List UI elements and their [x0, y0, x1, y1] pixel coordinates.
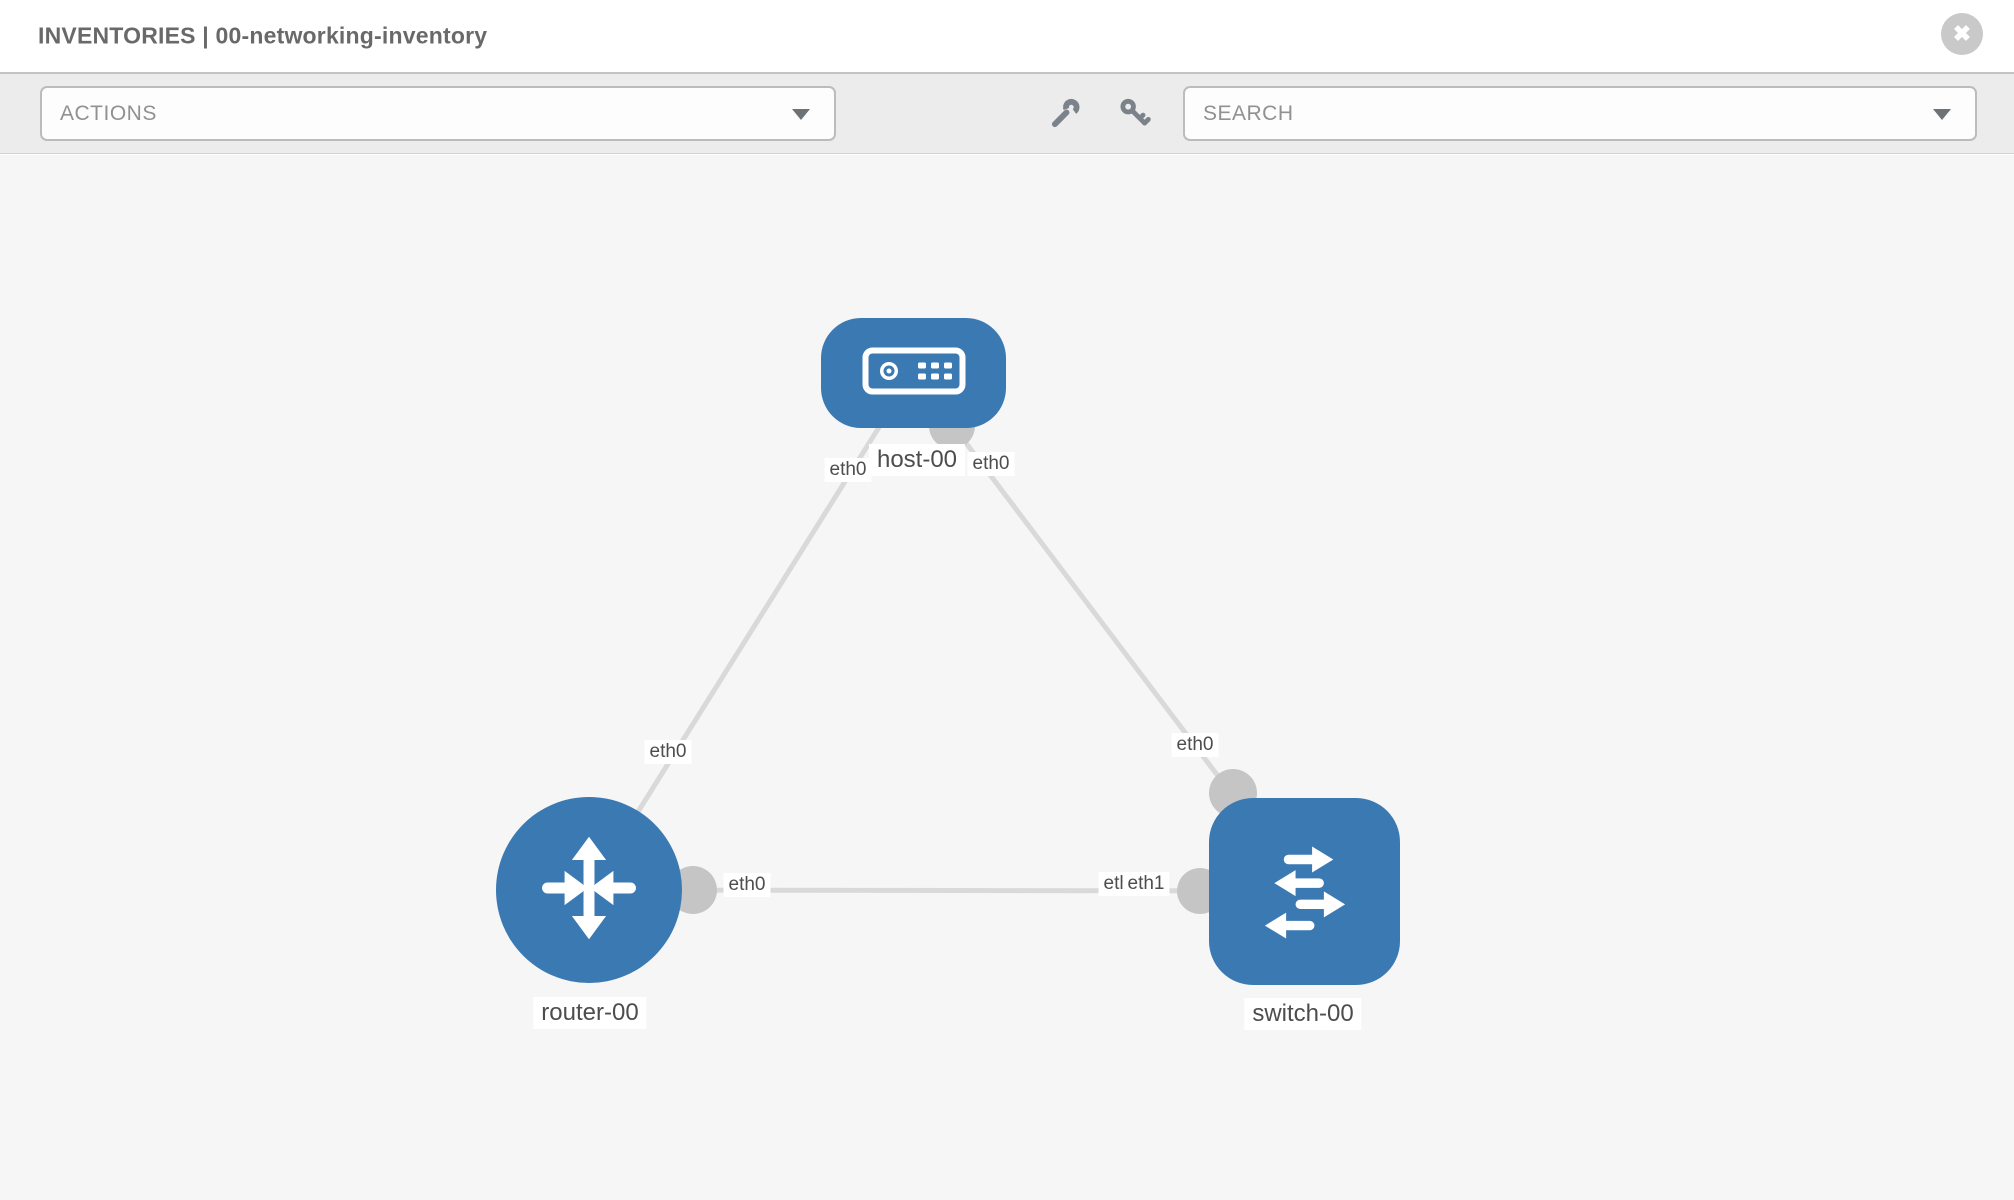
- iface-label-host-switch-host-end: eth0: [967, 452, 1015, 476]
- actions-dropdown[interactable]: ACTIONS: [40, 86, 836, 141]
- key-icon: [1117, 96, 1151, 135]
- links-layer: [586, 371, 1307, 894]
- wrench-icon: [1049, 96, 1083, 135]
- chevron-down-icon: [1933, 108, 1951, 120]
- toolbar: ACTIONS SEARCH: [0, 72, 2014, 154]
- node-host-00[interactable]: [821, 318, 1006, 428]
- iface-label-router-switch-router-end: eth0: [723, 873, 771, 897]
- close-icon: ✖: [1952, 21, 1972, 46]
- host-icon: [862, 347, 966, 400]
- iface-label-router-switch-switch-end: eth1: [1122, 872, 1170, 896]
- iface-label-host-router-host-end: eth0: [824, 458, 872, 482]
- iface-label-host-switch-switch-end: eth0: [1171, 733, 1219, 757]
- switch-icon: [1246, 830, 1364, 953]
- node-label-host-00: host-00: [868, 444, 966, 476]
- topology-canvas[interactable]: host-00 router-00 switch-00 eth0 eth0 et…: [0, 155, 2014, 1200]
- header: INVENTORIES | 00-networking-inventory ✖: [0, 0, 2014, 72]
- node-switch-00[interactable]: [1209, 798, 1400, 985]
- configure-button[interactable]: [1043, 92, 1089, 138]
- close-button[interactable]: ✖: [1941, 13, 1983, 55]
- iface-label-host-router-router-end: eth0: [644, 740, 692, 764]
- page-title: INVENTORIES | 00-networking-inventory: [38, 22, 488, 49]
- node-label-router-00: router-00: [533, 997, 647, 1029]
- node-label-switch-00: switch-00: [1244, 998, 1362, 1030]
- node-router-00[interactable]: [496, 797, 682, 983]
- search-dropdown[interactable]: SEARCH: [1183, 86, 1977, 141]
- actions-dropdown-label: ACTIONS: [60, 102, 157, 125]
- search-dropdown-label: SEARCH: [1203, 102, 1294, 125]
- credentials-button[interactable]: [1111, 92, 1157, 138]
- router-icon: [528, 827, 650, 954]
- chevron-down-icon: [792, 108, 810, 120]
